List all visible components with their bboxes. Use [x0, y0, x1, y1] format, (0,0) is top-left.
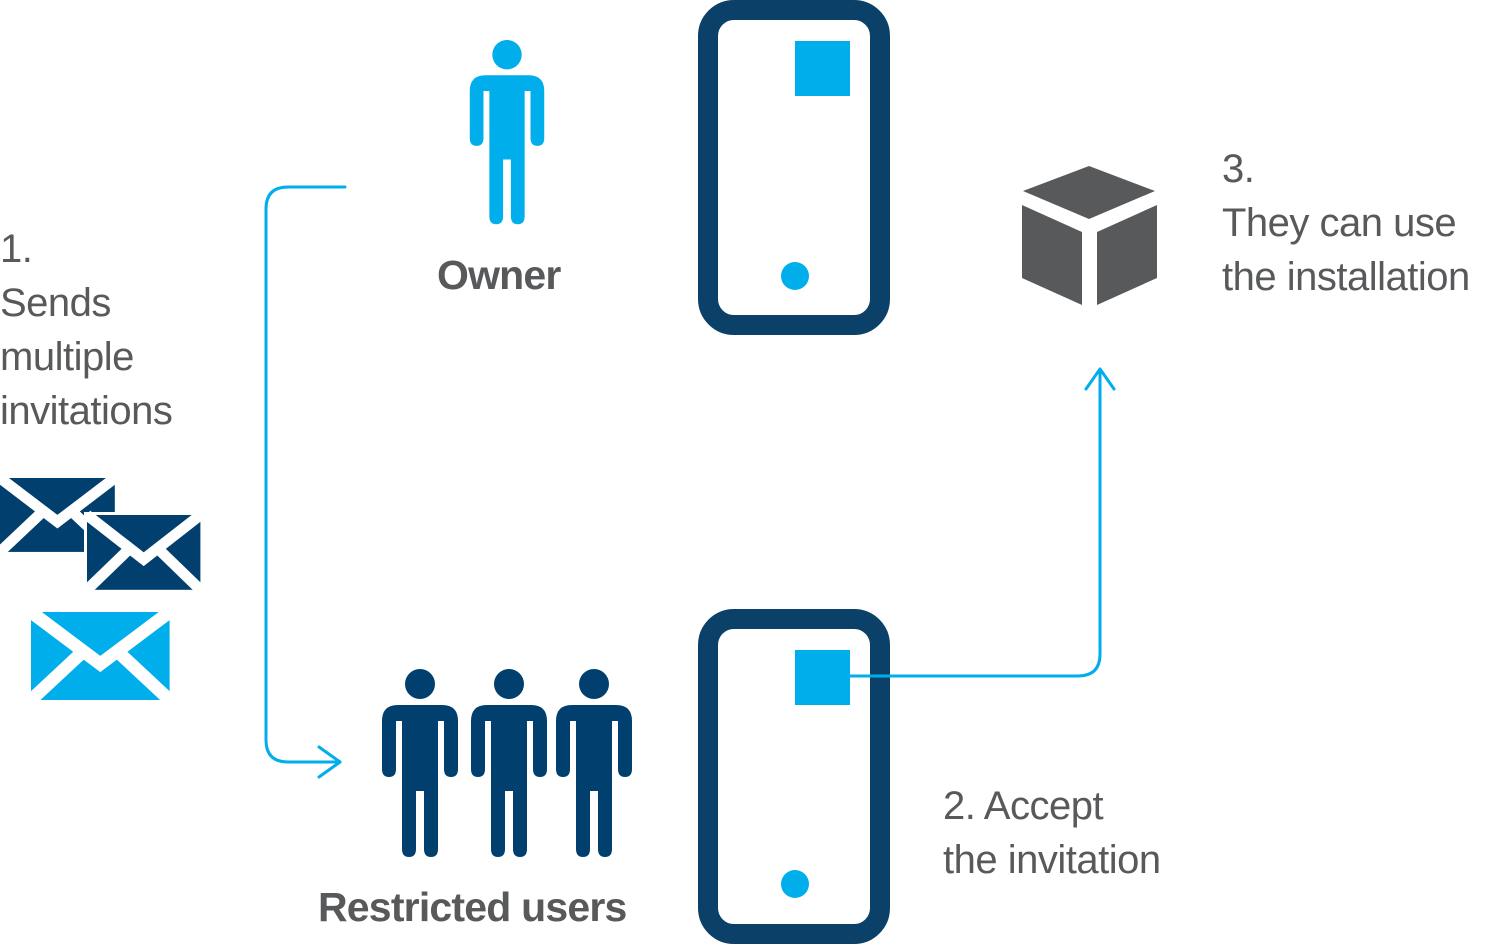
step3-line: the installation [1222, 255, 1470, 299]
step1-line: Sends [0, 281, 111, 325]
step2-text: 2. Accept the invitation [943, 779, 1161, 887]
step3-text: 3. They can use the installation [1222, 142, 1470, 304]
invite-connector [264, 185, 347, 779]
step3-number: 3. [1222, 147, 1255, 191]
people-group-icon [382, 669, 632, 857]
app-square-icon [795, 41, 850, 96]
restricted-users-label: Restricted users [318, 884, 627, 930]
app-square-icon [795, 650, 850, 705]
owner-person-icon [469, 40, 545, 225]
cube-icon [1022, 166, 1157, 305]
home-button-icon [781, 870, 809, 898]
restricted-user-icon [556, 669, 632, 857]
step1-line: invitations [0, 389, 173, 433]
step3-line: They can use [1222, 201, 1457, 245]
step1-number: 1. [0, 227, 33, 271]
envelope-stack-icon [0, 478, 204, 700]
step2-line: 2. Accept [943, 784, 1104, 828]
arrow-right-icon [317, 745, 342, 779]
step1-text: 1. Sends multiple invitations [0, 222, 173, 438]
arrow-up-icon [1084, 367, 1116, 391]
owner-label: Owner [437, 252, 561, 298]
envelope-icon [31, 612, 170, 700]
step1-line: multiple [0, 335, 134, 379]
restricted-user-icon [471, 669, 547, 857]
restricted-user-icon [382, 669, 458, 857]
user-smartphone-icon [698, 609, 890, 944]
envelope-icon [84, 512, 204, 594]
access-connector [848, 367, 1116, 678]
owner-smartphone-icon [698, 0, 890, 335]
step2-line: the invitation [943, 838, 1161, 882]
home-button-icon [781, 262, 809, 290]
